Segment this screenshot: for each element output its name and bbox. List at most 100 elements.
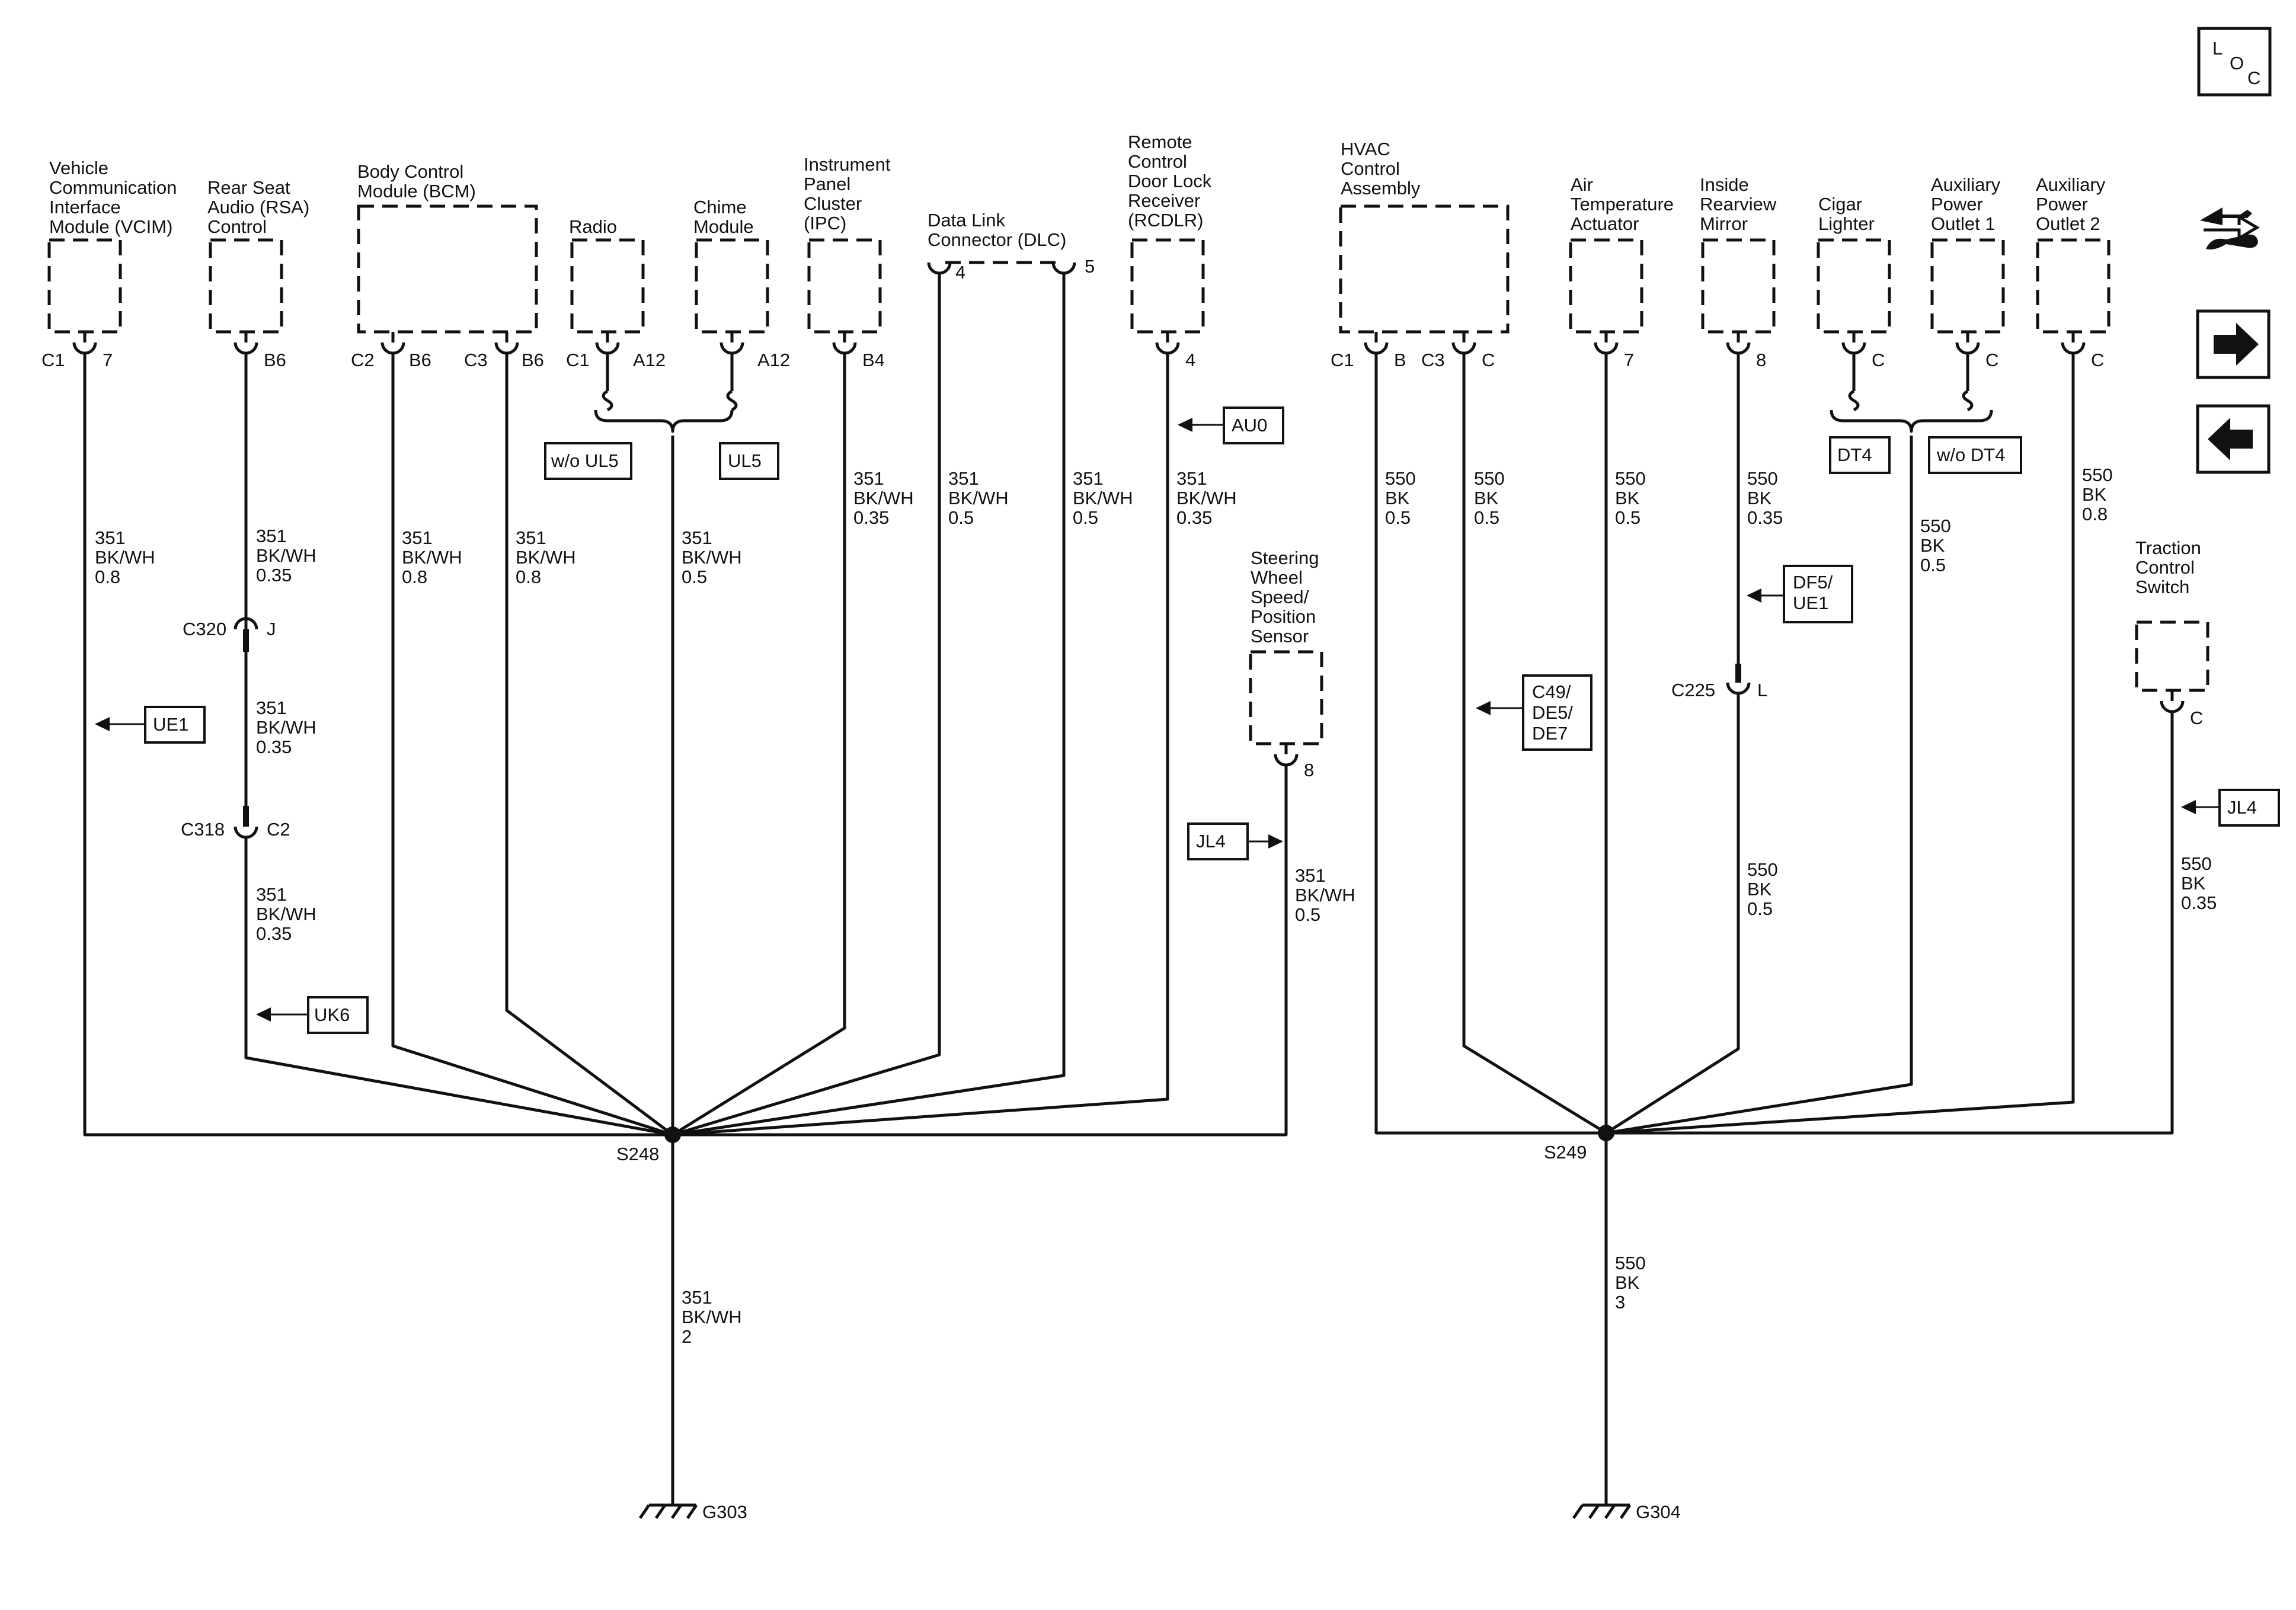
ground-g303-symbol [638,1493,698,1519]
mirror-terminal [1726,342,1751,355]
chime-label: Chime Module [693,197,754,237]
c320-pin-label: J [267,619,276,639]
hvac-box [1339,204,1510,334]
arrow-right-icon [2214,323,2259,366]
bcm-c2-terminal [380,342,405,355]
c318-label: C318 [181,819,225,840]
dlc-pin4-label: 4 [955,262,965,283]
ground-g303-label: G303 [702,1502,747,1522]
cigar-wire [1606,436,1913,1135]
splice-s249-label: S249 [1544,1142,1587,1163]
option-au0: AU0 [1232,415,1267,436]
arrow-left-icon [2208,418,2253,460]
apo1-pin-label: C [1985,350,1998,370]
splice-ground-labels: S248 S249 G303 G304 [616,1142,1681,1522]
apo2-terminal [2061,342,2086,355]
option-labels: UE1 UK6 w/o UL5 UL5 AU0 JL4 C49/ DE5/ DE… [153,415,2257,1025]
bcm-label: Body Control Module (BCM) [357,161,476,201]
c225-terminal [1726,682,1751,695]
rcdlr-pin-label: 4 [1185,350,1195,370]
option-jl4-right: JL4 [2227,797,2257,818]
cigar-apo-option-brace [1830,389,1993,433]
mirror-wire-low [1605,693,1740,1135]
bcm-c3-connector-label: C3 [464,350,488,370]
c318-terminal [234,826,258,839]
option-c49-de5-de7: C49/ DE5/ DE7 [1532,681,1578,744]
radio-chime-option-brace [594,389,738,433]
ipc-terminal [832,342,857,355]
component-boxes [47,204,2209,745]
c225-label: C225 [1671,680,1715,700]
rsa-box [209,238,283,334]
connector-list-icon[interactable] [2200,207,2260,249]
swsps-terminal [1274,754,1299,767]
vcim-box [47,238,122,334]
tcs-box [2135,620,2209,692]
apo1-label: Auxiliary Power Outlet 1 [1931,174,2006,234]
cigar-pin-label: C [1872,350,1885,370]
airtemp-pin-label: 7 [1624,350,1634,370]
ground-g304-symbol [1572,1493,1632,1519]
option-ue1: UE1 [153,714,188,735]
component-labels: Vehicle Communication Interface Module (… [49,132,2201,646]
tcs-terminal [2160,700,2185,713]
dlc4-wire [672,273,941,1137]
cigar-label: Cigar Lighter [1818,194,1875,234]
apo1-terminal [1955,342,1980,355]
ipc-pin-label: B4 [862,350,885,370]
next-page-button[interactable] [2196,309,2271,379]
apo2-wire [1606,353,2075,1135]
location-button[interactable]: L O C [2197,27,2272,97]
bcm-c2-connector-label: C2 [351,350,375,370]
option-df5-ue1: DF5/ UE1 [1793,572,1838,613]
apo1-box [1930,238,2005,334]
apo2-box [2036,238,2110,334]
hvac-c3-pin-label: C [1482,350,1495,370]
rsa-terminal [234,342,258,355]
apo2-label: Auxiliary Power Outlet 2 [2036,174,2110,234]
vcim-wire [83,353,673,1137]
radio-pin-label: A12 [633,350,666,370]
ipc-label: Instrument Panel Cluster (IPC) [804,154,896,233]
radio-box [570,238,645,334]
radio-label: Radio [569,216,617,237]
rsa-label: Rear Seat Audio (RSA) Control [207,177,315,237]
connector-terminals [72,262,2185,839]
rcdlr-wire [672,353,1169,1137]
mirror-box [1701,238,1776,334]
pin-labels: C1 7 B6 C2 B6 C3 B6 C1 A12 A12 B4 4 5 4 … [41,256,2203,840]
rsa-pin-label: B6 [264,350,286,370]
chime-box [695,238,769,334]
vcim-label: Vehicle Communication Interface Module (… [49,158,182,237]
hvac-c3-terminal [1451,342,1476,355]
cigar-terminal [1841,342,1866,355]
dlc-label: Data Link Connector (DLC) [928,210,1066,250]
previous-page-button[interactable] [2196,404,2271,474]
s248-wires [83,273,1288,1493]
splice-s248-label: S248 [616,1144,659,1164]
ground-g304-label: G304 [1636,1502,1681,1522]
chime-terminal [720,342,744,355]
dlc-pin5-label: 5 [1085,256,1095,277]
c318-pin-label: C2 [267,819,290,840]
option-dt4: DT4 [1837,444,1872,465]
tcs-wire [1606,712,2174,1135]
ipc-box [807,238,882,334]
swsps-pin-label: 8 [1304,760,1314,780]
option-without-dt4: w/o DT4 [1936,444,2005,465]
